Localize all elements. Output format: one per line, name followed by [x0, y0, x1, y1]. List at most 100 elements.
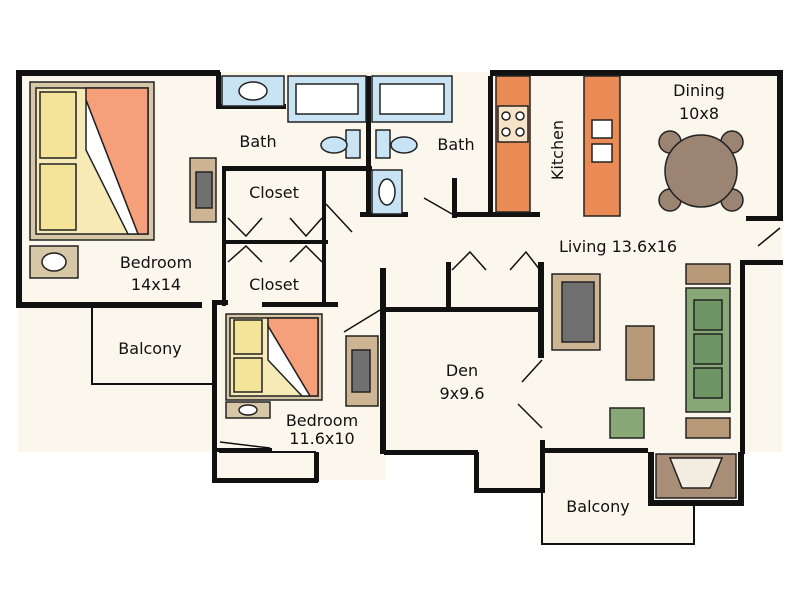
nightstand-icon: [29, 245, 79, 279]
fixtures: [221, 75, 621, 217]
wall-closet-left: [222, 166, 226, 306]
label-dining-size: 10x8: [679, 104, 719, 123]
door-entry: [757, 227, 781, 247]
pillow-icon: [39, 91, 77, 159]
wall-bedroom2-top-left: [212, 300, 228, 305]
label-kitchen: Kitchen: [548, 120, 567, 180]
door-closet-upper-right: [289, 217, 323, 238]
room-labels: Bath Bath Closet Closet Kitchen Dining 1…: [118, 81, 725, 516]
door-bath-right: [423, 197, 453, 215]
wall-fireplace-nook-right: [738, 452, 744, 506]
label-balcony-left: Balcony: [118, 339, 181, 358]
sofa-cushion-icon: [693, 367, 723, 399]
bed-fold-icon: [267, 323, 312, 397]
end-table-icon: [685, 417, 731, 439]
wall-kitchen-left: [488, 76, 493, 216]
toilet-bowl-icon: [320, 136, 348, 154]
wall-bedroom2-bottom: [212, 478, 318, 483]
bed-quilt-icon: [85, 87, 149, 235]
balcony-left-outline: [91, 306, 214, 385]
wall-den-top: [386, 307, 544, 312]
label-den-size: 9x9.6: [439, 384, 484, 403]
wall-top-right: [490, 70, 782, 76]
sink-basin-icon: [238, 81, 268, 101]
bathtub-basin-icon: [379, 83, 445, 115]
sink-basin-icon: [378, 178, 396, 206]
wall-bedroom2-left: [212, 300, 217, 482]
label-closet-lower: Closet: [249, 275, 299, 294]
tv-screen-icon: [561, 281, 595, 343]
wall-den-bottom: [384, 450, 478, 455]
wall-bedroom2-bottom-stub: [212, 448, 272, 452]
balcony-outlines: [91, 306, 695, 545]
tv-screen-icon: [195, 171, 213, 209]
bathtub-basin-icon: [295, 83, 359, 115]
burner-icon: [515, 111, 525, 121]
end-table-icon: [685, 263, 731, 285]
door-den: [521, 359, 543, 383]
wall-dining-step: [746, 216, 783, 221]
burner-icon: [515, 127, 525, 137]
toilet-bowl-icon: [390, 136, 418, 154]
wall-closet-right: [322, 166, 326, 306]
wall-den-left: [380, 268, 386, 454]
lamp-icon: [238, 404, 258, 416]
stove-top-icon: [497, 105, 529, 143]
wall-bath-kitchen-bottom: [452, 212, 540, 217]
wall-fireplace-nook-left: [648, 452, 654, 506]
wall-bottom-left: [16, 302, 202, 308]
wall-bath-divider: [366, 76, 371, 216]
wall-bedroom2-nook: [314, 452, 319, 482]
label-bedroom-second-name: Bedroom: [286, 411, 358, 430]
wall-den-right: [538, 262, 544, 358]
coffee-table-icon: [625, 325, 655, 381]
balcony-bottom-outline: [541, 452, 695, 545]
label-bath-right: Bath: [437, 135, 474, 154]
toilet-icon: [345, 129, 361, 159]
door-living-closet-right: [509, 250, 541, 271]
door-closet-upper-left: [227, 217, 263, 238]
burner-icon: [501, 127, 511, 137]
dining-table-icon: [664, 134, 738, 208]
burner-icon: [501, 111, 511, 121]
label-living: Living 13.6x16: [559, 237, 677, 256]
wall-bath-block-side: [216, 72, 221, 108]
wall-den-alcove-left: [474, 452, 479, 492]
door-closet-lower-right: [289, 244, 323, 263]
furniture: [29, 81, 744, 499]
label-den-name: Den: [446, 361, 478, 380]
tv-screen-icon: [351, 349, 371, 393]
wall-top-left: [16, 70, 220, 76]
sofa-cushion-icon: [693, 299, 723, 331]
pillow-icon: [233, 319, 263, 355]
label-closet-upper: Closet: [249, 183, 299, 202]
wall-fireplace-nook-bottom: [648, 500, 744, 506]
label-bedroom-master-size: 14x14: [131, 275, 181, 294]
wall-den-alcove-bottom: [474, 488, 544, 493]
label-dining-name: Dining: [673, 81, 725, 100]
wall-right-upper: [777, 70, 783, 220]
sink-icon: [591, 143, 613, 163]
pillow-icon: [233, 357, 263, 393]
wall-right-lower: [740, 260, 745, 454]
wall-den-stub: [446, 262, 451, 310]
toilet-icon: [375, 129, 391, 159]
wall-bath-right-wall: [452, 178, 457, 218]
sink-icon: [591, 119, 613, 139]
wall-bedroom2-top-right: [262, 302, 338, 307]
door-master-closet: [325, 203, 353, 233]
label-bedroom-master-name: Bedroom: [120, 253, 192, 272]
door-den-lower: [517, 403, 543, 429]
fireplace-hearth-icon: [668, 457, 724, 489]
den-alcove-floor: [476, 452, 542, 490]
wall-right-step: [740, 260, 783, 265]
stove-icon: [495, 75, 531, 213]
lamp-icon: [41, 252, 67, 272]
bed-fold-icon: [85, 99, 140, 235]
wall-closet-divider: [222, 240, 328, 244]
wall-bath-left-bottom: [222, 166, 372, 171]
door-closet-lower-left: [227, 244, 263, 263]
sofa-cushion-icon: [693, 333, 723, 365]
doors: [219, 197, 781, 449]
